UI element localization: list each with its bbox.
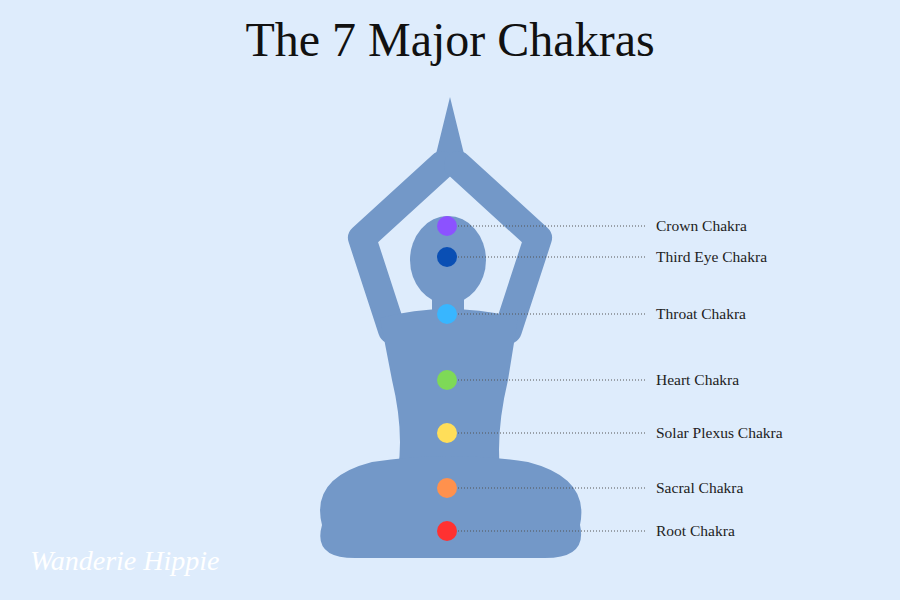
- figure-silhouette: [320, 97, 581, 558]
- chakra-label: Crown Chakra: [656, 217, 747, 236]
- leader-line: [458, 257, 645, 258]
- leader-line: [458, 380, 645, 381]
- page-title: The 7 Major Chakras: [0, 12, 900, 67]
- leader-line: [458, 226, 645, 227]
- chakra-dot: [437, 304, 457, 324]
- leader-line: [458, 433, 645, 434]
- leader-line: [458, 531, 645, 532]
- chakra-label: Root Chakra: [656, 522, 735, 541]
- chakra-label: Solar Plexus Chakra: [656, 424, 783, 443]
- chakra-label: Heart Chakra: [656, 371, 739, 390]
- chakra-dot: [437, 521, 457, 541]
- leader-line: [458, 488, 645, 489]
- chakra-dot: [437, 478, 457, 498]
- chakra-dot: [437, 247, 457, 267]
- leader-lines: [458, 226, 645, 531]
- chakra-dot: [437, 216, 457, 236]
- leader-line: [458, 314, 645, 315]
- chakra-dot: [437, 370, 457, 390]
- chakra-label: Throat Chakra: [656, 305, 746, 324]
- chakra-dot: [437, 423, 457, 443]
- chakra-label: Sacral Chakra: [656, 479, 743, 498]
- chakra-label: Third Eye Chakra: [656, 248, 767, 267]
- watermark: Wanderie Hippie: [30, 545, 220, 577]
- chakra-dots: [437, 216, 457, 541]
